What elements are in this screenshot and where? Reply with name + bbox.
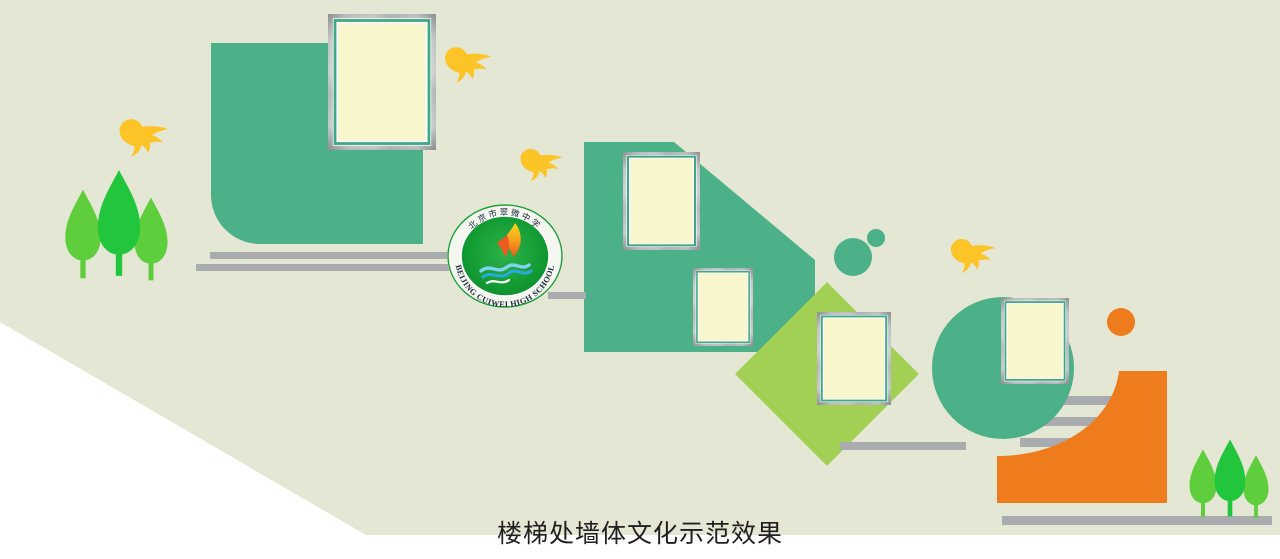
stair-tread-2 [1040,417,1098,426]
picture-frame-3[interactable] [693,268,753,346]
decor-circle-green-small [867,229,885,247]
school-emblem: 北京市翠微中学 BEIJING CUIWEI HIGH SCHOOL [437,201,573,311]
emblem-waves-icon [479,263,533,285]
emblem-inner-stroke [460,215,550,297]
picture-frame-5[interactable] [1001,298,1069,384]
handrail-upper-b [196,264,542,271]
school-emblem-svg: 北京市翠微中学 BEIJING CUIWEI HIGH SCHOOL [447,204,563,309]
handrail-lower [840,442,966,450]
emblem-outer-stroke [447,204,563,308]
stair-tread-3 [1020,438,1078,447]
caption-text: 楼梯处墙体文化示范效果 [496,521,783,548]
band-upper-right-fill [950,0,1280,221]
emblem-sail-icon [497,223,521,257]
handrail-middle [548,292,586,299]
handrail-upper-a [210,252,542,259]
stair-tread-1 [1058,396,1118,405]
handrail-group-upper-left [196,252,542,271]
picture-frame-1[interactable] [328,14,436,150]
stair-treads [1020,396,1118,447]
decor-circle-green-medium [834,238,872,276]
picture-frame-2[interactable] [623,152,700,250]
decor-circle-orange [1107,308,1135,336]
base-rail-right [1002,516,1272,525]
orange-stair-block [997,371,1167,503]
picture-frame-4[interactable] [817,312,891,405]
